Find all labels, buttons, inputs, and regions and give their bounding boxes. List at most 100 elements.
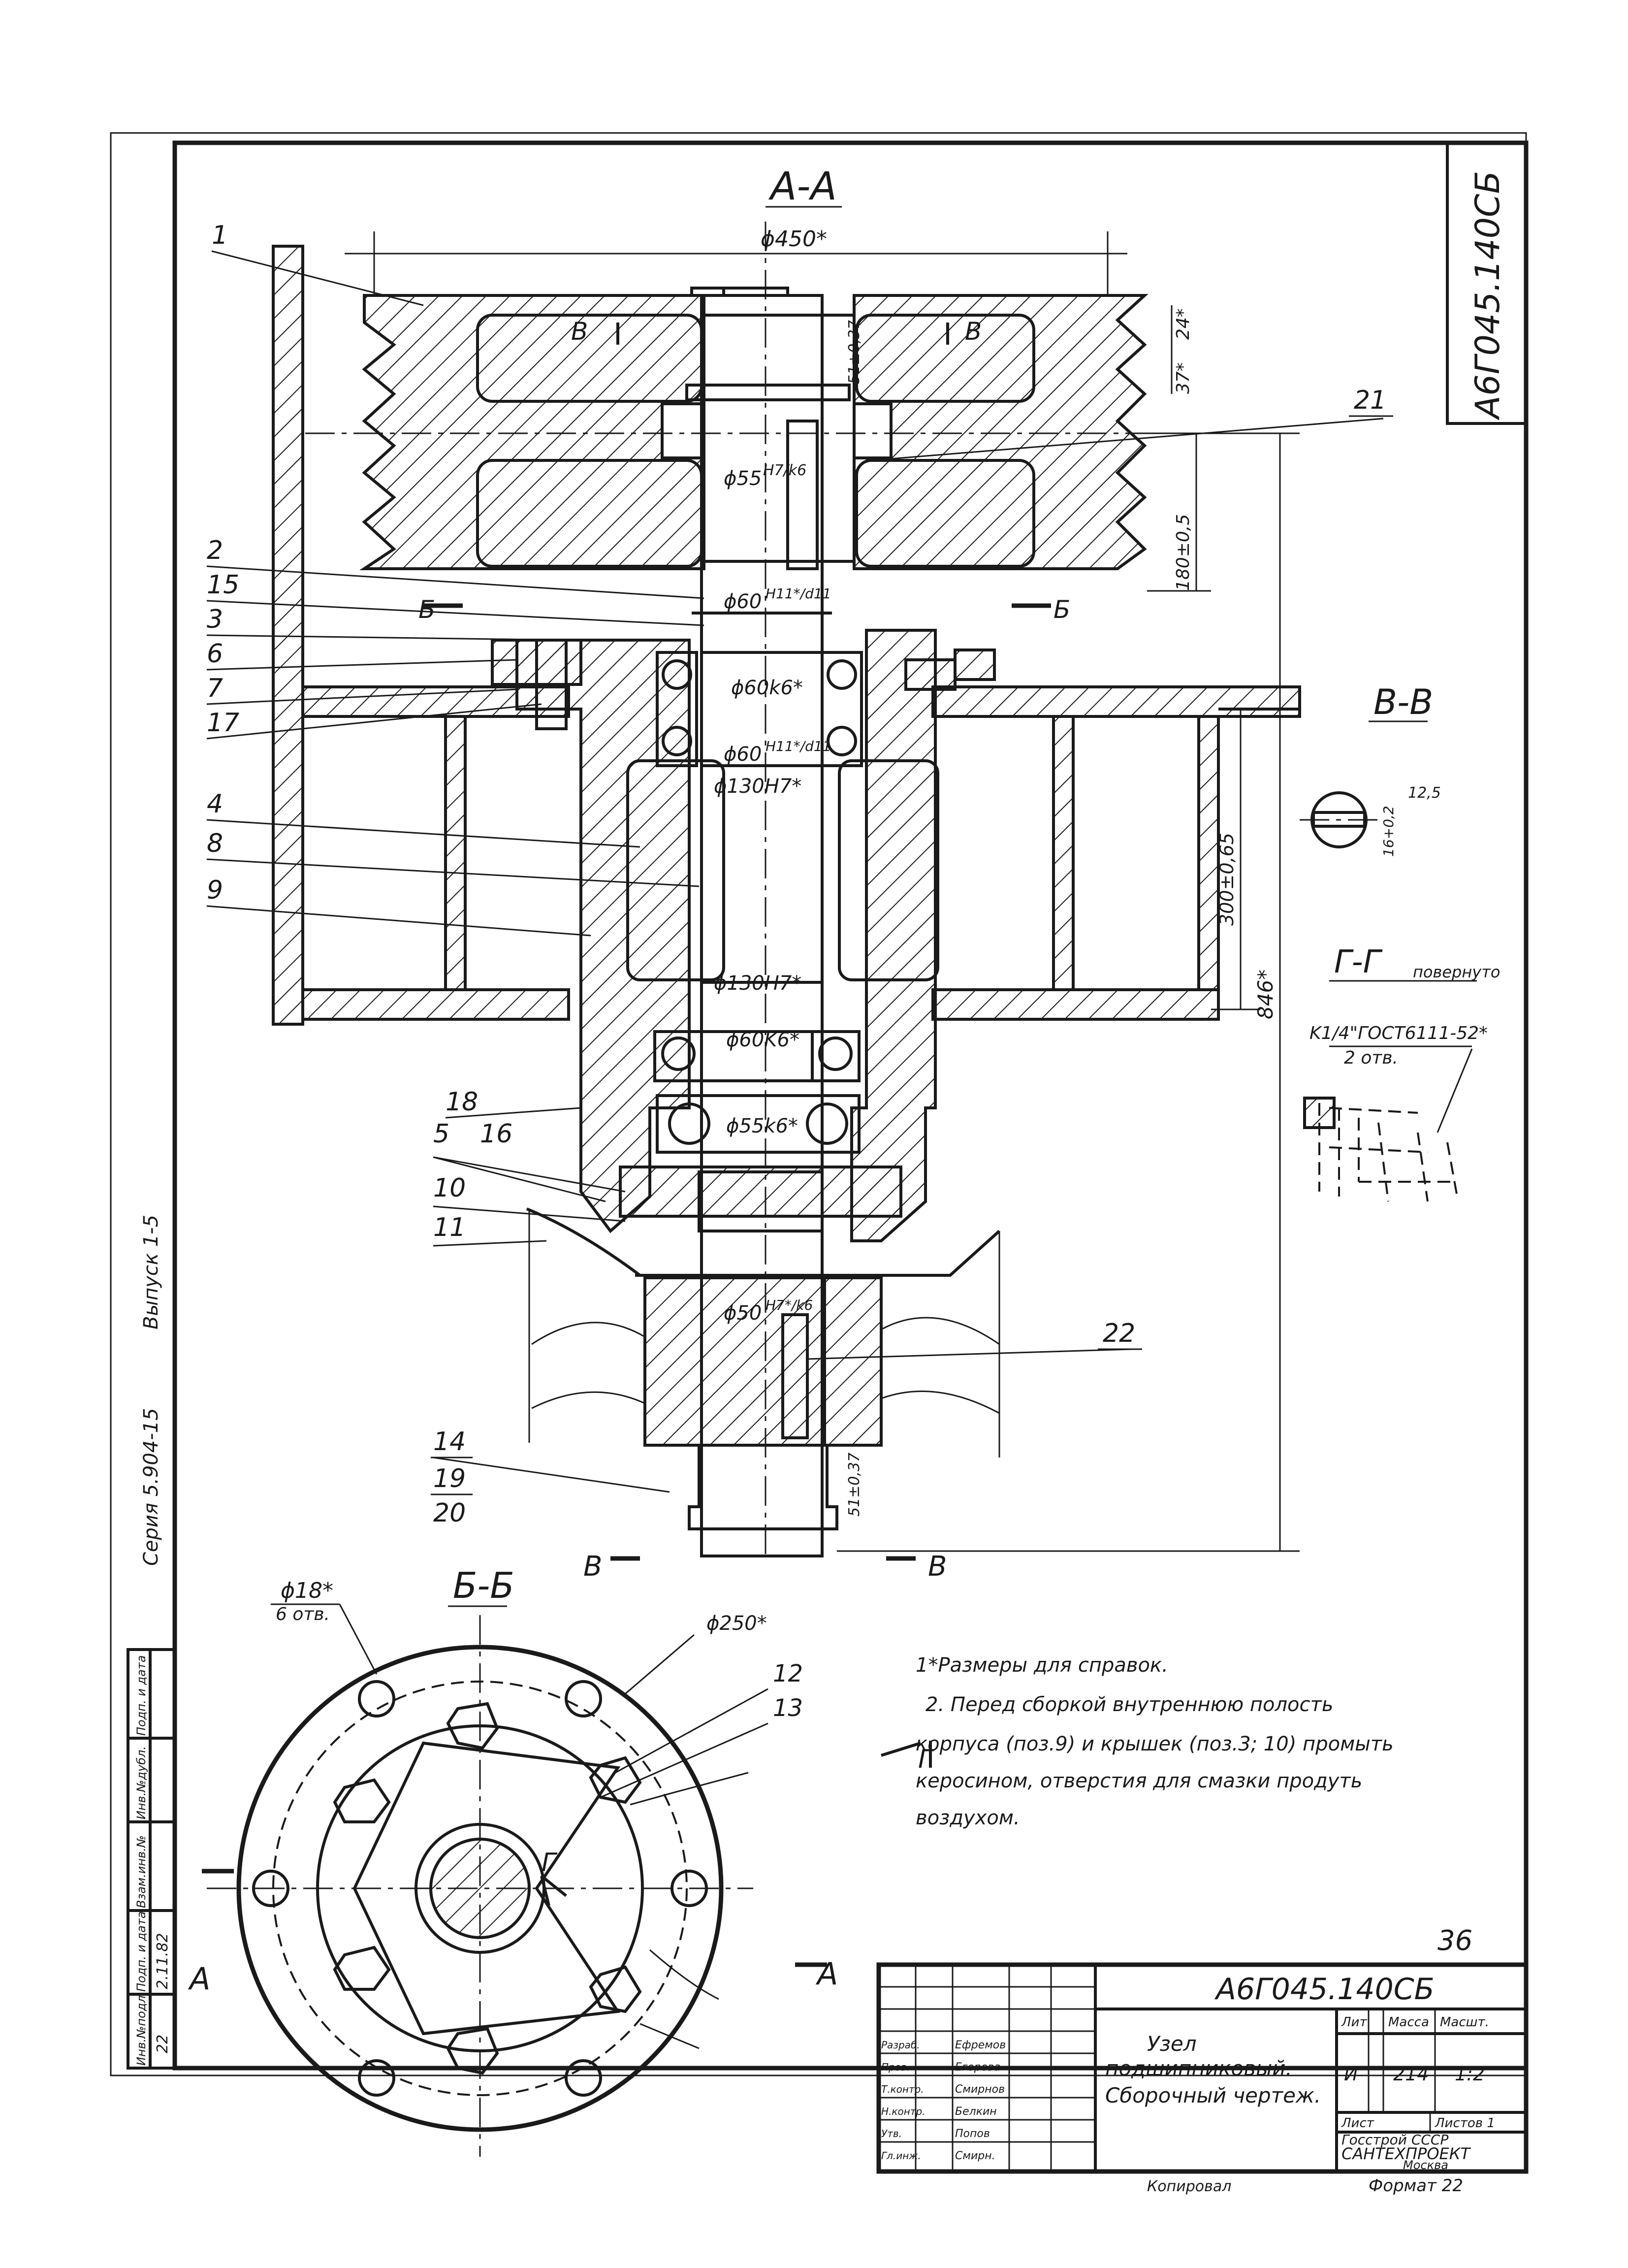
marker-b-left: Б: [418, 595, 435, 624]
pos-21: 21: [1354, 386, 1386, 415]
tb-h-lit: Лит.: [1341, 2015, 1371, 2030]
tb-org-1: Госстрой СССР: [1341, 2132, 1448, 2148]
marker-g-bb: Г: [542, 1848, 558, 1878]
thread-note: K1/4"ГОСТ6111-52*: [1309, 1023, 1488, 1043]
bb-title: Б-Б: [453, 1565, 514, 1606]
series-label: Серия 5.904-15: [140, 1408, 162, 1566]
stamp-val-2: 2.11.82: [154, 1933, 171, 1989]
thread-holes: 2 отв.: [1344, 1048, 1398, 1068]
vb-dim: 16+0,2: [1380, 806, 1397, 857]
dim-d60-dh2: ϕ60: [724, 743, 762, 766]
dim-d60-dh: ϕ60: [724, 590, 762, 613]
marker-b-right: Б: [1053, 595, 1070, 624]
sheet-number: 36: [1437, 1925, 1472, 1957]
dim-d60-dh-fit: H11*/d11: [766, 585, 831, 602]
tb-name-1: Ефремов: [955, 2039, 1006, 2051]
stamp-col-4: Инв.№дубл.: [134, 1746, 148, 1819]
pos-19: 19: [433, 1464, 466, 1493]
side-stamp: Серия 5.904-15 Выпуск 1-5 Инв.№подл. Под…: [127, 1215, 176, 2070]
tb-role-5: Утв.: [881, 2128, 902, 2139]
tb-name-3: Смирнов: [955, 2083, 1005, 2096]
dim-d60-k6-bottom: ϕ60K6*: [726, 1029, 799, 1051]
note-1: 1*Размеры для справок.: [916, 1654, 1168, 1677]
dim-24: 24*: [1173, 308, 1193, 340]
tb-mass: 214: [1393, 2063, 1429, 2085]
tb-title-1: Узел: [1147, 2032, 1197, 2056]
leader-lines: [206, 250, 1384, 1493]
tb-role-3: Т.контр.: [881, 2083, 924, 2095]
dim-d130-top: ϕ130H7*: [714, 775, 801, 798]
pos-18: 18: [446, 1087, 478, 1117]
stamp-col-3: Взам.инв.№: [134, 1835, 148, 1908]
marker-v-top-left: В: [571, 317, 588, 346]
pos-1: 1: [212, 221, 228, 250]
footer-format: Формат 22: [1369, 2176, 1463, 2196]
note-4: керосином, отверстия для смазки продуть: [916, 1770, 1362, 1792]
tb-role-6: Гл.инж.: [881, 2150, 921, 2162]
dim-d55-hub: ϕ55: [724, 467, 762, 490]
tb-name-2: Егорова: [955, 2061, 1001, 2074]
note-2: 2. Перед сборкой внутреннюю полость: [926, 1693, 1333, 1716]
pos-3: 3: [207, 605, 223, 634]
frame-structure: [272, 245, 1301, 1026]
stamp-val-1: 22: [154, 2035, 171, 2053]
pos-6: 6: [207, 639, 223, 669]
dim-d130-bottom: ϕ130H7*: [714, 972, 801, 995]
gg-title: Г-Г: [1334, 944, 1383, 980]
section-g-g: Г-Г повернуто K1/4"ГОСТ6111-52* 2 отв.: [1303, 944, 1500, 1202]
dimensions-right: [345, 231, 1300, 1552]
pos-12: 12: [773, 1660, 803, 1687]
marker-g-notes: Г: [918, 1745, 934, 1774]
tb-org-3: Москва: [1403, 2158, 1448, 2172]
section-markers: Б Б В В В В: [418, 317, 1070, 1583]
stamp-col-1: Инв.№подл.: [134, 1992, 148, 2066]
tb-code: А6Г045.140СБ: [1214, 1972, 1435, 2007]
title-block: А6Г045.140СБ Узел подшипниковый. Сборочн…: [876, 1962, 1529, 2174]
dim-37: 37*: [1173, 362, 1193, 394]
marker-v-top-right: В: [965, 317, 982, 346]
section-b-b: Б-Б ϕ18* 6 отв. ϕ250* А А Г: [188, 1565, 838, 2157]
note-5: воздухом.: [916, 1807, 1020, 1829]
pos-10: 10: [433, 1173, 466, 1203]
dim-180: 180±0,5: [1173, 514, 1193, 591]
lower-assembly: [526, 1166, 1001, 1530]
pos-4: 4: [207, 789, 223, 819]
marker-a-right: А: [815, 1956, 838, 1992]
dim-d55-hub-fit: H7/k6: [763, 462, 806, 479]
inner-frame: [172, 140, 1529, 2071]
marker-v-bottom-right: В: [928, 1551, 947, 1583]
pos-11: 11: [433, 1213, 466, 1242]
pos-13: 13: [773, 1694, 803, 1722]
pos-16: 16: [480, 1119, 512, 1149]
tb-h-mass: Масса: [1388, 2015, 1429, 2030]
dim-key-bottom: 51±0,37: [846, 1453, 863, 1517]
marker-v-bottom-left: В: [583, 1551, 602, 1583]
tb-title-2: подшипниковый.: [1105, 2056, 1292, 2080]
pos-7: 7: [207, 674, 223, 703]
dim-d60-k6: ϕ60k6*: [731, 677, 803, 699]
stamp-col-5: Подп. и дата: [134, 1655, 148, 1736]
tb-scale: 1:2: [1455, 2063, 1485, 2085]
marker-a-left: А: [188, 1961, 210, 1997]
section-a-title: А-А: [768, 164, 837, 209]
dim-300: 300±0,65: [1216, 833, 1238, 926]
pos-2: 2: [207, 536, 223, 565]
bb-d250: ϕ250*: [706, 1612, 767, 1635]
dim-d55-k6: ϕ55k6*: [726, 1115, 798, 1137]
technical-notes: 1*Размеры для справок. 2. Перед сборкой …: [916, 1654, 1394, 1829]
dim-d450: ϕ450*: [761, 227, 827, 252]
pos-8: 8: [207, 829, 223, 858]
bb-d18: ϕ18*: [281, 1578, 333, 1603]
pos-22: 22: [1103, 1319, 1135, 1348]
tb-role-2: Пров.: [881, 2061, 910, 2073]
code-box: [1446, 141, 1528, 425]
pos-5: 5: [433, 1119, 449, 1149]
pos-17: 17: [207, 708, 239, 738]
vb-roughness: 12,5: [1408, 784, 1441, 802]
note-3: корпуса (поз.9) и крышек (поз.3; 10) про…: [916, 1733, 1394, 1755]
housing-body: [491, 629, 996, 1242]
pulley-top: [359, 287, 1149, 570]
tb-org-2: САНТЕХПРОЕКТ: [1341, 2144, 1471, 2163]
pos-14: 14: [433, 1427, 466, 1457]
